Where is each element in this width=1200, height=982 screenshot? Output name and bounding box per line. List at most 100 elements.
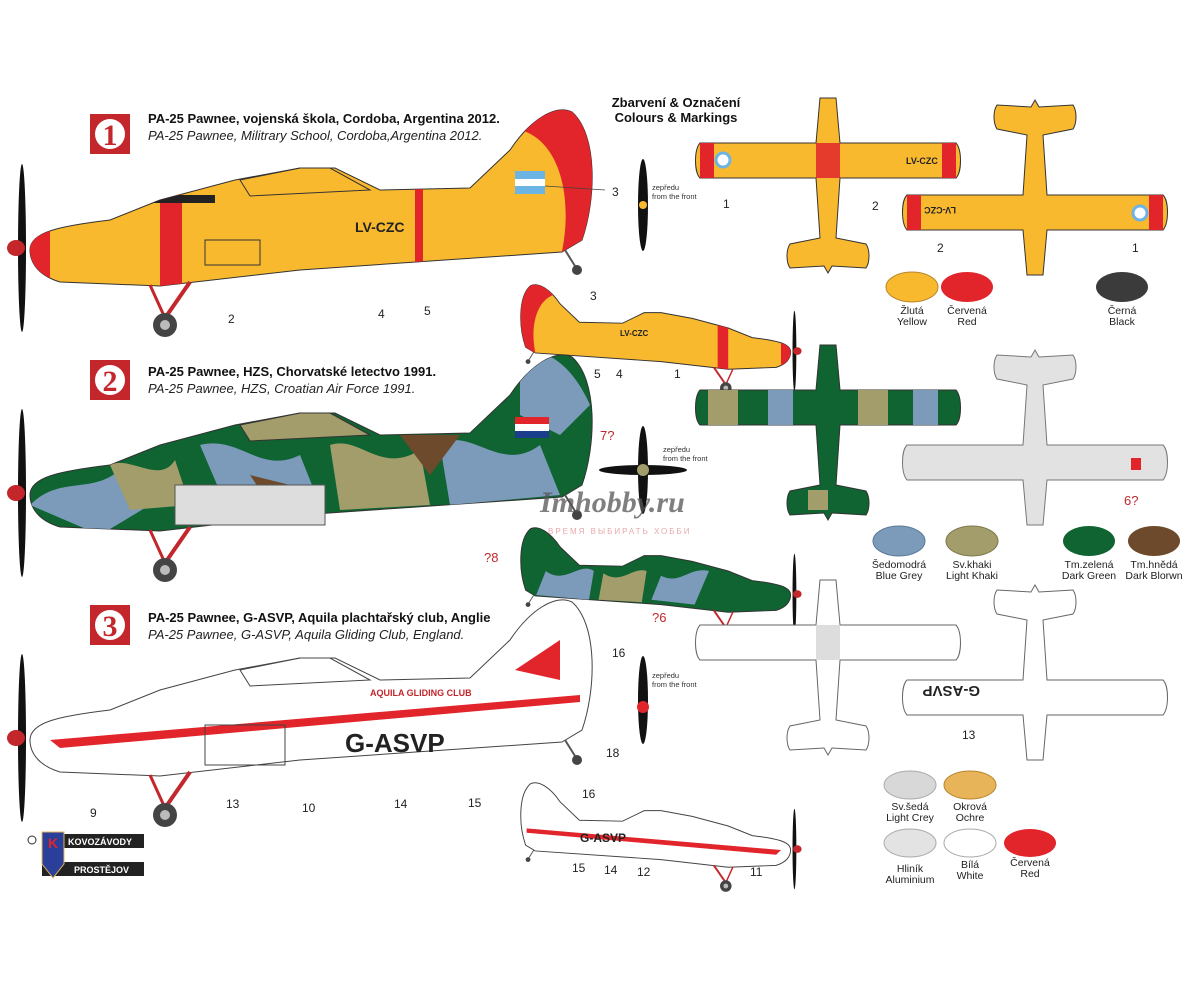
callout: 6?	[1124, 493, 1138, 508]
scheme-2-badge: 2	[90, 360, 130, 400]
scheme-3-front-view	[637, 656, 649, 744]
svg-text:3: 3	[103, 610, 118, 643]
scheme-3-title-cz: PA-25 Pawnee, G-ASVP, Aquila plachtařský…	[148, 610, 490, 625]
scheme-2-small-side-profile	[520, 527, 802, 638]
svg-text:Šedomodrá: Šedomodrá	[872, 558, 926, 571]
callout: 16	[612, 646, 626, 660]
callout: 14	[604, 863, 618, 877]
callout: 11	[750, 865, 763, 879]
kovozavody-logo: K KOVOZÁVODY PROSTĚJOV	[27, 831, 144, 879]
svg-text:Light Crey: Light Crey	[886, 812, 935, 824]
scheme-1-title-cz: PA-25 Pawnee, vojenská škola, Cordoba, A…	[148, 111, 500, 126]
scheme-3-side-profile: G-ASVP AQUILA GLIDING CLUB	[7, 599, 593, 829]
front-view-label-en: from the front	[652, 192, 698, 201]
svg-text:Tm.zelená: Tm.zelená	[1064, 559, 1113, 571]
callout: 14	[394, 797, 408, 811]
callout: 12	[637, 865, 651, 879]
callout: 9	[90, 806, 97, 820]
callout: 7?	[600, 428, 614, 443]
scheme-2-front-view	[599, 426, 687, 514]
scheme-1-small-registration: LV-CZC	[620, 329, 649, 338]
callout: 16	[582, 787, 596, 801]
svg-text:Černá: Černá	[1108, 304, 1137, 317]
svg-text:Red: Red	[1020, 868, 1039, 880]
svg-text:KOVOZÁVODY: KOVOZÁVODY	[68, 837, 132, 847]
svg-text:Dark Green: Dark Green	[1062, 570, 1116, 582]
callout: 15	[572, 861, 586, 875]
callout: 3	[612, 185, 619, 199]
svg-text:Sv.khaki: Sv.khaki	[953, 559, 992, 571]
svg-text:Bílá: Bílá	[961, 859, 979, 871]
header-title-cz: Zbarvení & Označení	[612, 95, 741, 110]
callout: 4	[378, 307, 385, 321]
svg-text:Ochre: Ochre	[956, 812, 985, 824]
callout: 13	[226, 797, 240, 811]
scheme-1-badge: 1	[90, 114, 130, 154]
header-title-en: Colours & Markings	[615, 110, 738, 125]
svg-text:Black: Black	[1109, 316, 1135, 328]
front-view-label-cz: zepředu	[652, 671, 679, 680]
svg-text:Okrová: Okrová	[953, 801, 987, 813]
front-view-label-en: from the front	[652, 680, 698, 689]
scheme-1-bottom-view	[902, 99, 1168, 276]
callout: 13	[962, 728, 976, 742]
svg-text:Yellow: Yellow	[897, 316, 927, 328]
scheme-3-small-registration: G-ASVP	[580, 831, 626, 845]
svg-text:Hliník: Hliník	[897, 863, 924, 875]
svg-text:Žlutá: Žlutá	[900, 304, 924, 317]
svg-text:Červená: Červená	[947, 304, 987, 317]
callout: 1	[1132, 241, 1139, 255]
scheme-1-top-view: LV-CZC	[695, 97, 961, 274]
svg-text:Tm.hnědá: Tm.hnědá	[1130, 559, 1177, 571]
callout: 5	[424, 304, 431, 318]
scheme-3-bottom-registration: G-ASVP	[922, 682, 980, 699]
scheme-1-small-side-profile	[520, 284, 802, 395]
callout: 2	[872, 199, 879, 213]
scheme-1-front-view	[638, 159, 648, 251]
scheme-3-bottom-view	[902, 584, 1168, 761]
callout: 3	[590, 289, 597, 303]
scheme-1-bottom-registration: LV-CZC	[924, 205, 956, 215]
watermark: Imhobby.ru ВРЕМЯ ВЫБИРАТЬ ХОББИ	[539, 486, 692, 536]
svg-text:Light Khaki: Light Khaki	[946, 570, 998, 582]
callout: 2	[937, 241, 944, 255]
svg-text:Sv.šedá: Sv.šedá	[891, 801, 928, 813]
svg-text:LV-CZC: LV-CZC	[906, 156, 938, 166]
svg-text:Červená: Červená	[1010, 856, 1050, 869]
svg-text:G-ASVP: G-ASVP	[345, 728, 445, 758]
svg-text:AQUILA GLIDING CLUB: AQUILA GLIDING CLUB	[370, 688, 472, 698]
svg-text:White: White	[957, 870, 984, 882]
svg-text:Dark Blorwn: Dark Blorwn	[1125, 570, 1182, 582]
scheme-2-title-en: PA-25 Pawnee, HZS, Croatian Air Force 19…	[148, 381, 415, 396]
scheme-1-registration: LV-CZC	[355, 219, 405, 235]
front-view-label-cz: zepředu	[663, 445, 690, 454]
scheme-3-title-en: PA-25 Pawnee, G-ASVP, Aquila Gliding Clu…	[148, 627, 464, 642]
callout: 18	[606, 746, 620, 760]
front-view-label-en: from the front	[663, 454, 709, 463]
callout: 15	[468, 796, 482, 810]
svg-text:1: 1	[103, 119, 118, 152]
svg-text:Aluminium: Aluminium	[885, 874, 934, 886]
callout: 2	[228, 312, 235, 326]
scheme-2-side-profile	[7, 354, 593, 584]
svg-text:Imhobby.ru: Imhobby.ru	[539, 486, 685, 519]
callout: 4	[616, 367, 623, 381]
scheme-3-badge: 3	[90, 605, 130, 645]
callout: 1	[674, 367, 681, 381]
callout: 1	[723, 197, 730, 211]
svg-text:ВРЕМЯ ВЫБИРАТЬ ХОББИ: ВРЕМЯ ВЫБИРАТЬ ХОББИ	[548, 527, 692, 536]
svg-text:2: 2	[103, 365, 118, 398]
svg-text:K: K	[48, 835, 58, 851]
callout: ?8	[484, 550, 498, 565]
front-view-label-cz: zepředu	[652, 183, 679, 192]
callout: ?6	[652, 610, 666, 625]
svg-text:Blue Grey: Blue Grey	[876, 570, 923, 582]
svg-text:PROSTĚJOV: PROSTĚJOV	[74, 864, 129, 875]
callout: 10	[302, 801, 316, 815]
callout: 5	[594, 367, 601, 381]
